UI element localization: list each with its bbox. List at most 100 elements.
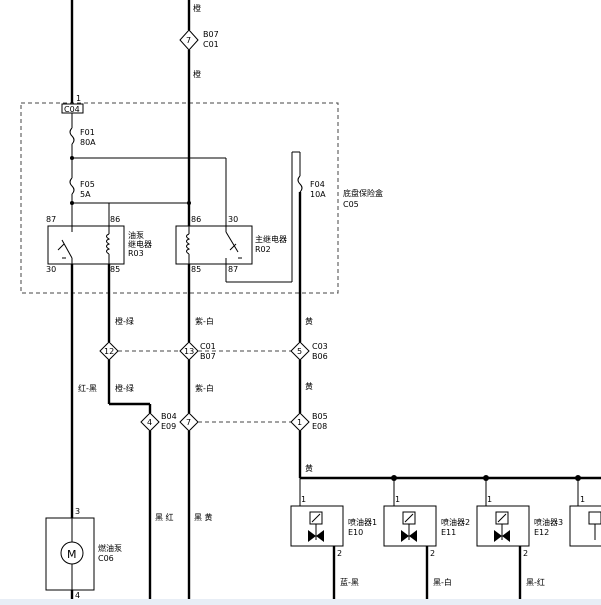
wire-label-black-yellow-v: 黑 黄 <box>194 512 213 522</box>
connector-top-pin: 7 <box>186 36 191 45</box>
fuelpump-relay-name1: 油泵 <box>128 230 144 240</box>
injector4-pin1: 1 <box>580 495 585 504</box>
injector1-name: 喷油器1 <box>348 517 377 527</box>
fuse-f05-rating: 5A <box>80 190 91 199</box>
main-relay-p30: 30 <box>228 215 238 224</box>
injector3-pin2: 2 <box>523 549 528 558</box>
fuse-f01-name: F01 <box>80 128 95 137</box>
injector3-code: E12 <box>534 528 549 537</box>
injector4-box <box>569 505 601 547</box>
injector-nozzle-icon <box>308 530 316 542</box>
injector1-box <box>290 505 344 547</box>
fuelpump-relay-p30: 30 <box>46 265 56 274</box>
injector3-box <box>476 505 530 547</box>
relay-switch-arm <box>61 239 73 259</box>
injector-nozzle-icon <box>409 530 417 542</box>
relay-arrow <box>57 243 65 251</box>
connector-1-pin: 1 <box>297 418 302 427</box>
wire-label-yellow-1: 黄 <box>305 316 313 326</box>
injector1-pin1: 1 <box>301 495 306 504</box>
fuse-f04-rating: 10A <box>310 190 326 199</box>
connector-top-id1: B07 <box>203 30 219 39</box>
fuse-f01-rating: 80A <box>80 138 96 147</box>
injector2-pin1: 1 <box>395 495 400 504</box>
fuelpump-relay-name2: 继电器 <box>128 239 152 249</box>
connector-4-pin: 4 <box>147 418 152 427</box>
fuelpump-relay-coil <box>106 233 111 255</box>
wire-label-red-black: 红-黑 <box>78 383 97 393</box>
c04-pin: 1 <box>76 94 81 103</box>
connector-top-id2: C01 <box>203 40 219 49</box>
connector-7b-pin: 7 <box>186 418 191 427</box>
fuse-f04-name: F04 <box>310 180 325 189</box>
wire-label-yellow-3: 黄 <box>305 463 313 473</box>
bottom-edge-bar <box>0 599 601 605</box>
main-relay-p85: 85 <box>191 265 201 274</box>
junction-dot <box>187 201 191 205</box>
injector-coil-icon <box>311 513 321 523</box>
fuelpump-relay-p87: 87 <box>46 215 56 224</box>
fusebox-boundary <box>20 102 339 294</box>
main-relay-box <box>175 225 253 265</box>
fuse-f05-symbol <box>69 177 75 195</box>
wire-label-blue-black: 蓝-黑 <box>340 577 359 587</box>
c04-label: C04 <box>64 105 80 114</box>
main-relay-name: 主继电器 <box>255 234 287 244</box>
wire-label-black-red: 黑-红 <box>526 577 545 587</box>
injector-nozzle-icon <box>316 530 324 542</box>
main-relay-p87: 87 <box>228 265 238 274</box>
fuelpump-relay-box <box>47 225 125 265</box>
connector-5-id2: B06 <box>312 352 328 361</box>
wire-label-black-white: 黑-白 <box>433 577 452 587</box>
injector-nozzle-icon <box>494 530 502 542</box>
connector-13-id2: B07 <box>200 352 216 361</box>
injector2-box <box>383 505 437 547</box>
main-relay-coil <box>186 233 191 255</box>
injector1-pin2: 2 <box>337 549 342 558</box>
injector-coil-icon <box>588 511 601 525</box>
injector3-pin1: 1 <box>487 495 492 504</box>
connector-1-id2: E08 <box>312 422 327 431</box>
fusebox-code: C05 <box>343 200 359 209</box>
injector-coil-icon <box>497 513 507 523</box>
wire-label-top-orange: 橙 <box>193 3 201 13</box>
wire-label-orange-mid: 橙 <box>193 69 201 79</box>
injector-coil-icon <box>404 513 414 523</box>
pump-code: C06 <box>98 554 114 563</box>
connector-4-id2: E09 <box>161 422 176 431</box>
wire-label-yellow-2: 黄 <box>305 381 313 391</box>
fuse-f05-name: F05 <box>80 180 95 189</box>
injector-nozzle-icon <box>401 530 409 542</box>
connector-12-pin: 12 <box>104 347 114 356</box>
connector-13-id1: C01 <box>200 342 216 351</box>
injector-nozzle-icon <box>502 530 510 542</box>
fuse-f04-symbol <box>297 175 303 193</box>
injector1-code: E10 <box>348 528 363 537</box>
injector2-pin2: 2 <box>430 549 435 558</box>
pump-pin-bottom: 4 <box>75 591 80 600</box>
connector-13-pin: 13 <box>184 347 194 356</box>
wire-label-orange-green-2: 橙-绿 <box>115 383 134 393</box>
motor-symbol: M <box>67 548 77 561</box>
fuelpump-relay-p86: 86 <box>110 215 120 224</box>
main-relay-p86: 86 <box>191 215 201 224</box>
main-relay-code: R02 <box>255 245 271 254</box>
relay-arrow <box>229 243 237 251</box>
connector-1-id1: B05 <box>312 412 328 421</box>
wire-label-black-red-v: 黑 红 <box>155 512 174 522</box>
pump-pin-top: 3 <box>75 507 80 516</box>
connector-4-id1: B04 <box>161 412 177 421</box>
wire-label-purple-white-1: 紫-白 <box>195 316 214 326</box>
connector-5-pin: 5 <box>297 347 302 356</box>
fuel-pump-box <box>45 517 95 591</box>
fuelpump-relay-p85: 85 <box>110 265 120 274</box>
wire-label-purple-white-2: 紫-白 <box>195 383 214 393</box>
pump-name: 燃油泵 <box>98 543 122 553</box>
injector3-name: 喷油器3 <box>534 517 563 527</box>
connector-5-id1: C03 <box>312 342 328 351</box>
fusebox-name: 底盘保险盒 <box>343 188 383 198</box>
wire-label-orange-green-1: 橙-绿 <box>115 316 134 326</box>
fuelpump-relay-code: R03 <box>128 249 144 258</box>
